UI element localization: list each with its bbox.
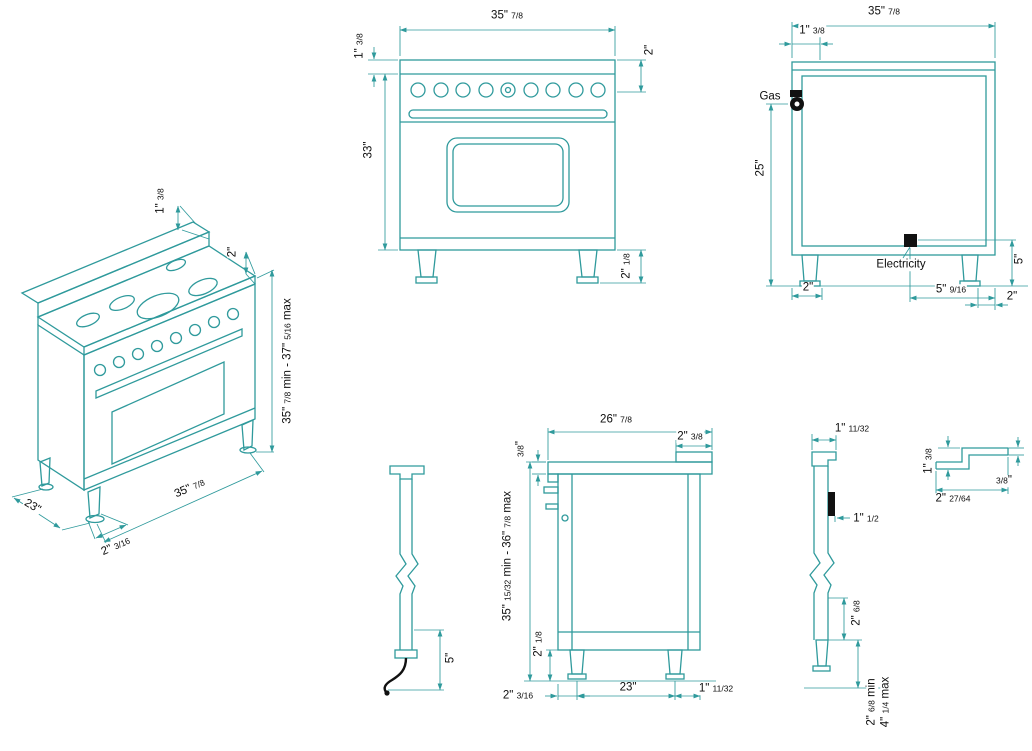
dim-profile-leg-max: 4" 1/4 max — [879, 675, 892, 729]
knob-icon — [226, 307, 240, 321]
dim-profile-top-offset: 1" 11/32 — [833, 422, 871, 435]
burner-icon — [136, 292, 180, 320]
knob-icon — [169, 331, 183, 345]
dim-section-top-thickness: 3/8" — [514, 440, 527, 458]
dim-front-body-height: 33" — [362, 140, 375, 160]
knob-icon — [478, 82, 494, 98]
burner-icon — [188, 277, 218, 297]
dim-back-electricity-height: 5" — [1013, 252, 1026, 266]
dim-front-width: 35" 7/8 — [490, 9, 524, 22]
dim-section-leg-height: 2" 1/8 — [532, 630, 545, 658]
dim-profile-leg-min: 2" 6/8 min — [865, 677, 878, 727]
knob-icon — [410, 82, 426, 98]
back-panel-profile — [383, 465, 425, 696]
knob-icon — [433, 82, 449, 98]
dim-back-gas-height: 25" — [754, 158, 767, 178]
oven-window — [111, 360, 225, 466]
dim-front-control-panel: 2" — [643, 43, 656, 57]
dim-back-front-leg-offset: 2" — [801, 281, 815, 294]
knob-icon — [500, 82, 516, 98]
knob-icon — [568, 82, 584, 98]
dim-section-front-leg-offset: 2" 3/16 — [501, 689, 535, 702]
gas-label: Gas — [758, 90, 782, 103]
edge-detail-view — [935, 447, 1009, 470]
front-dimension-lines — [368, 26, 646, 284]
edge-detail-dimension-lines — [935, 436, 1024, 494]
dim-section-top-depth: 26" 7/8 — [599, 413, 633, 426]
section-view — [543, 451, 713, 680]
electricity-connection-icon — [904, 234, 917, 247]
side-panel-dimension-lines — [804, 434, 892, 689]
power-cord — [383, 657, 408, 693]
dim-section-back-leg-offset: 1" 11/32 — [697, 682, 735, 695]
dim-iso-height-range: 35" 7/8 min - 37" 5/16 max — [281, 297, 294, 425]
oven-handle — [543, 486, 559, 494]
knob-icon — [93, 363, 107, 377]
dim-back-panel-cord: 5" — [444, 651, 457, 665]
back-dimension-lines — [766, 22, 1028, 310]
dim-section-leg-spacing: 23" — [618, 681, 638, 694]
knob-icon — [188, 323, 202, 337]
oven-window — [446, 137, 570, 213]
burner-icon — [76, 312, 100, 328]
burner-icon — [165, 258, 187, 272]
dim-back-electricity-offset: 5" 9/16 — [934, 283, 968, 296]
gas-connection-icon — [790, 90, 802, 97]
back-view — [790, 61, 996, 287]
dim-detail-depth: 2" 27/64 — [934, 492, 972, 505]
knob-icon — [455, 82, 471, 98]
gas-connection-icon — [828, 492, 835, 516]
dim-profile-connector-offset: 1" 1/2 — [852, 512, 880, 525]
side-panel-profile — [809, 451, 837, 672]
dim-iso-backsplash-height: 1" 3/8 — [154, 187, 167, 215]
knob-icon — [523, 82, 539, 98]
knob-icon — [131, 347, 145, 361]
knob-icon — [112, 355, 126, 369]
isometric-view — [20, 221, 257, 524]
dim-section-height-range: 35" 15/32 min - 36" 7/8 max — [501, 489, 514, 623]
knob-icon — [545, 82, 561, 98]
knob-icon — [207, 315, 221, 329]
knob-icon — [150, 339, 164, 353]
dim-back-gas-offset: 1" 3/8 — [798, 24, 826, 37]
electricity-label: Electricity — [875, 258, 927, 271]
back-panel-dimension-lines — [388, 629, 444, 691]
dim-front-top-trim: 1" 3/8 — [353, 32, 366, 60]
dim-back-width: 35" 7/8 — [867, 5, 901, 18]
burner-icon — [109, 294, 135, 312]
front-view — [399, 59, 616, 284]
dim-iso-cooktop-edge: 2" — [226, 245, 239, 259]
oven-handle — [95, 328, 243, 399]
section-dimension-lines — [524, 428, 716, 700]
dim-profile-lower-offset: 2" 6/8 — [850, 599, 863, 627]
dim-detail-height: 1" 3/8 — [922, 447, 935, 475]
dim-section-back-step: 2" 3/8 — [676, 430, 704, 443]
dim-back-leg-offset: 2" — [1005, 290, 1019, 303]
oven-handle — [408, 109, 608, 119]
knob-icon — [590, 82, 606, 98]
dim-detail-thickness: 3/8" — [995, 474, 1013, 487]
dim-front-leg-height: 2" 1/8 — [620, 252, 633, 280]
